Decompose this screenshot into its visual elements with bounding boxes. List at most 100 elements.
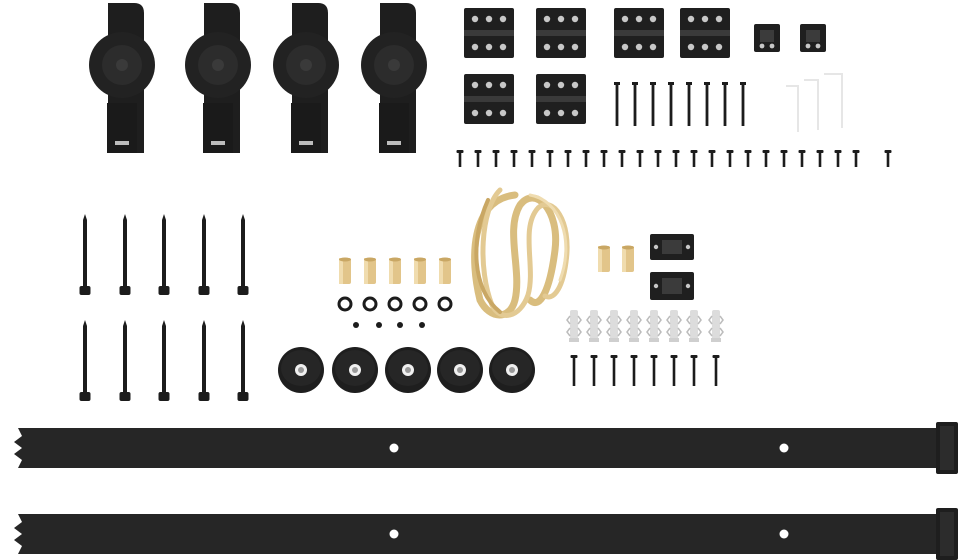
lag-bolts (79, 214, 249, 401)
small-screw (726, 150, 734, 167)
ring (437, 296, 453, 312)
anchor-screw (570, 355, 578, 386)
small-screw (852, 150, 860, 167)
ring (412, 296, 428, 312)
hinge-plate (536, 74, 586, 124)
floor-guide-spacer (622, 245, 634, 272)
rings (337, 296, 453, 312)
roller-hanger (89, 3, 155, 153)
sliding-rail-top (8, 422, 958, 474)
stopper-wheel (489, 347, 535, 393)
wall-anchor (666, 309, 682, 343)
small-screw (654, 150, 662, 167)
small-screw (744, 150, 752, 167)
small-screw (762, 150, 770, 167)
hex-key (804, 79, 819, 130)
rails (8, 422, 958, 560)
small-screw (884, 150, 892, 167)
anchor-screw (670, 355, 678, 386)
roller-hanger (361, 3, 427, 153)
roller-hangers (89, 3, 427, 153)
small-screw (528, 150, 536, 167)
adhesive-strap-coil (471, 187, 570, 319)
small-screw (510, 150, 518, 167)
small-screw (672, 150, 680, 167)
wall-anchor (586, 309, 602, 343)
long-screw (668, 82, 674, 126)
wood-spacer (389, 257, 401, 284)
floor-guide-plate (650, 234, 694, 260)
long-screw (704, 82, 710, 126)
anchor-screw (690, 355, 698, 386)
hinge-plate (614, 8, 664, 58)
small-screw (582, 150, 590, 167)
floor-guide-plate (650, 272, 694, 300)
wood-spacer (339, 257, 351, 284)
hinge-plate (680, 8, 730, 58)
lag-bolt (79, 320, 91, 401)
hex-key (786, 85, 799, 132)
wall-anchor (686, 309, 702, 343)
small-screw (492, 150, 500, 167)
roller-hanger (185, 3, 251, 153)
lag-bolt (198, 320, 210, 401)
nuts (353, 322, 425, 328)
nut (376, 322, 382, 328)
long-screw (740, 82, 746, 126)
hinge-plate (464, 8, 514, 58)
lag-bolt (237, 214, 249, 295)
nut (353, 322, 359, 328)
hinge-plate (464, 74, 514, 124)
small-screw (618, 150, 626, 167)
small-screw (798, 150, 806, 167)
long-screws (614, 82, 746, 126)
small-screw (546, 150, 554, 167)
stopper-wheel (332, 347, 378, 393)
lag-bolt (158, 214, 170, 295)
anchor-screw (712, 355, 720, 386)
small-brackets (754, 24, 826, 52)
nut (397, 322, 403, 328)
floor-guide-spacers (598, 245, 634, 272)
stopper-wheel (278, 347, 324, 393)
small-screw (636, 150, 644, 167)
wall-anchor (606, 309, 622, 343)
small-screw-row (456, 150, 892, 167)
wall-anchor (646, 309, 662, 343)
roller-hanger (273, 3, 339, 153)
anchor-screw (590, 355, 598, 386)
small-screw (708, 150, 716, 167)
lag-bolt (237, 320, 249, 401)
long-screw (632, 82, 638, 126)
wood-spacer (439, 257, 451, 284)
small-screw (456, 150, 464, 167)
long-screw (650, 82, 656, 126)
wood-spacer (364, 257, 376, 284)
hex-keys (786, 73, 843, 132)
small-screw (474, 150, 482, 167)
floor-guide-plates (650, 234, 694, 300)
long-screw (686, 82, 692, 126)
ring (387, 296, 403, 312)
wall-anchor (566, 309, 582, 343)
small-screw (690, 150, 698, 167)
ring (362, 296, 378, 312)
wall-anchor (626, 309, 642, 343)
anchor-screw (650, 355, 658, 386)
wood-spacers (339, 257, 451, 284)
anchor-screw (610, 355, 618, 386)
anchor-screws (570, 355, 720, 386)
small-screw (600, 150, 608, 167)
small-screw (780, 150, 788, 167)
lag-bolt (158, 320, 170, 401)
small-screw (816, 150, 824, 167)
hex-key (824, 73, 843, 128)
small-screw (834, 150, 842, 167)
small-bracket (754, 24, 780, 52)
nut (419, 322, 425, 328)
lag-bolt (119, 320, 131, 401)
anchor-screw (630, 355, 638, 386)
long-screw (614, 82, 620, 126)
stopper-wheels (278, 347, 535, 393)
